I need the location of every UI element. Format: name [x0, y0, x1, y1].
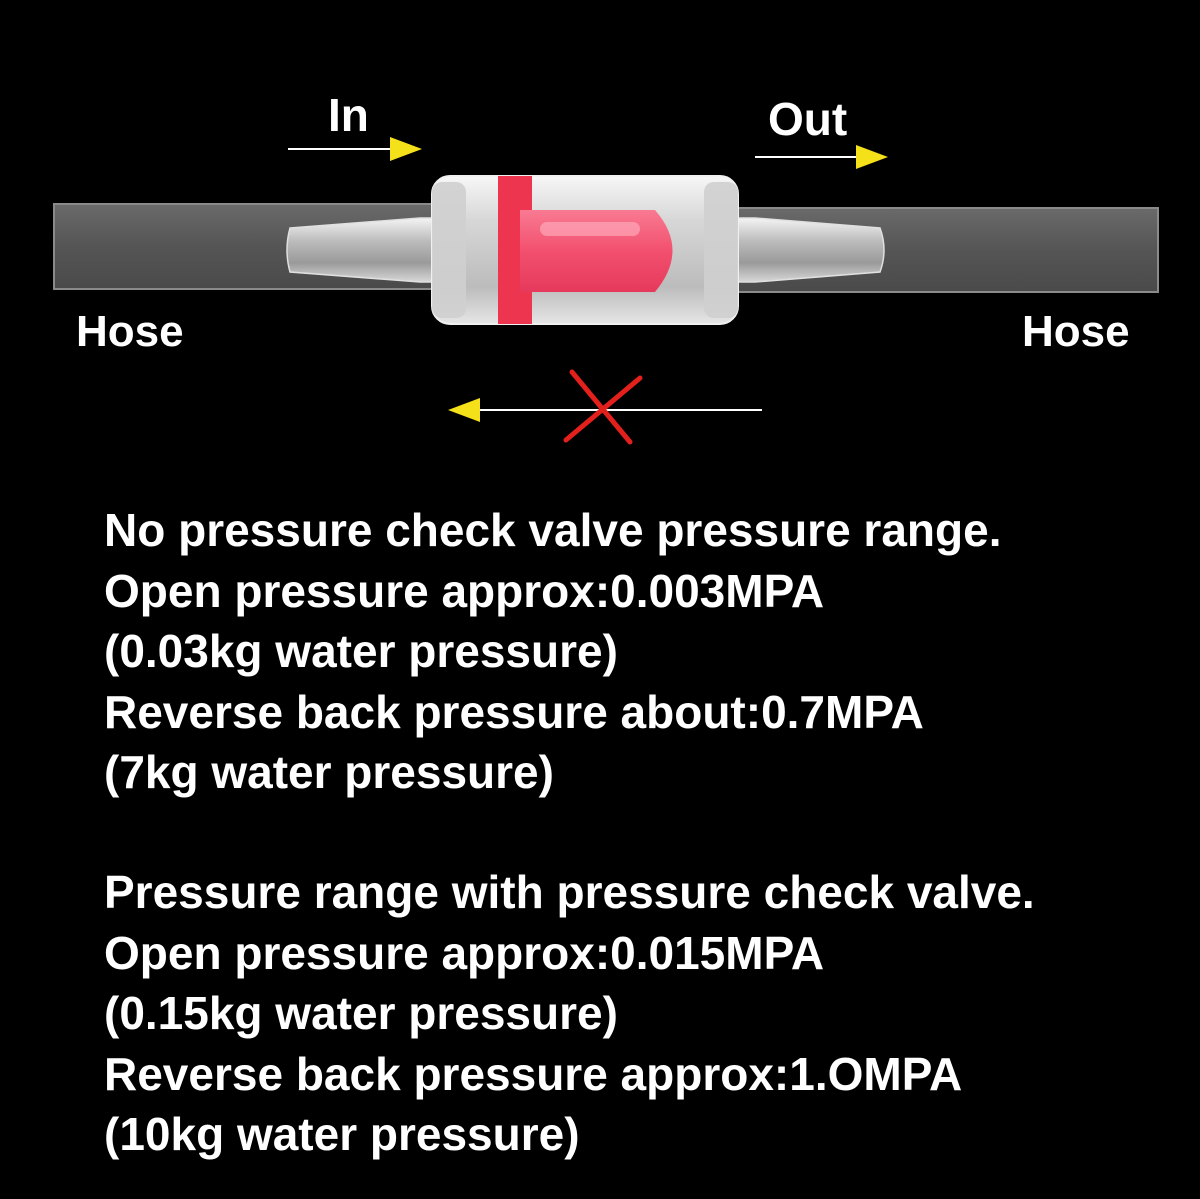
- spec-heading: Pressure range with pressure check valve…: [104, 866, 1035, 918]
- check-valve-diagram: In Out Hose Hose: [0, 0, 1200, 470]
- valve-collar-right: [704, 182, 738, 318]
- arrow-right-icon: [288, 137, 422, 161]
- cross-icon: [563, 369, 643, 445]
- spec-open-note: (0.15kg water pressure): [104, 987, 618, 1039]
- spec-reverse-note: (10kg water pressure): [104, 1108, 580, 1160]
- spec-open-note: (0.03kg water pressure): [104, 625, 618, 677]
- valve-barb-right: [729, 217, 885, 283]
- spec-heading: No pressure check valve pressure range.: [104, 504, 1002, 556]
- valve-illustration: [53, 137, 1159, 445]
- spec-open-pressure: Open pressure approx:0.015MPA: [104, 926, 825, 979]
- spec-open-pressure: Open pressure approx:0.003MPA: [104, 564, 825, 617]
- hose-right-label: Hose: [1022, 307, 1130, 356]
- flow-out-label: Out: [768, 93, 848, 145]
- arrow-left-icon: [448, 398, 762, 422]
- flow-in-label: In: [328, 89, 369, 141]
- valve-core-highlight: [540, 222, 640, 236]
- spec-reverse-note: (7kg water pressure): [104, 746, 554, 798]
- spec-reverse-pressure: Reverse back pressure about:0.7MPA: [104, 685, 924, 738]
- arrow-right-icon: [755, 145, 888, 169]
- spec-reverse-pressure: Reverse back pressure approx:1.OMPA: [104, 1047, 963, 1100]
- spec-with-pressure: Pressure range with pressure check valve…: [104, 862, 1035, 1165]
- hose-left-label: Hose: [76, 307, 184, 356]
- valve-collar-left: [432, 182, 466, 318]
- valve-barb-left: [286, 217, 441, 283]
- spec-without-pressure: No pressure check valve pressure range. …: [104, 500, 1001, 803]
